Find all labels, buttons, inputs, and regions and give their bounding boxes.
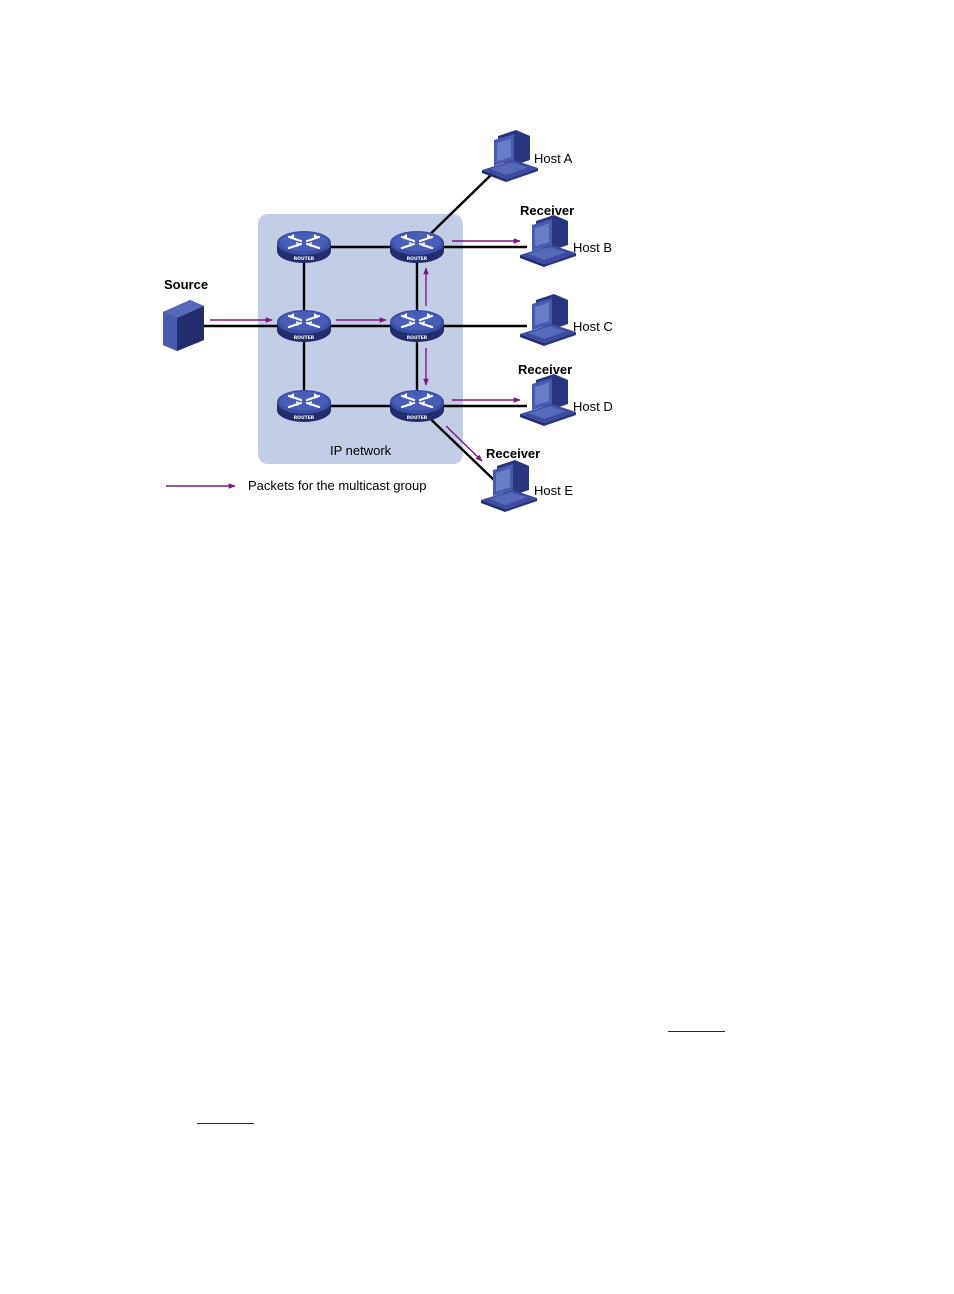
host-a-label: Host A — [534, 151, 573, 166]
host-e-icon — [481, 460, 537, 512]
flow-r6-to-host-e — [445, 425, 483, 462]
host-a-icon — [482, 130, 538, 182]
svg-text:ROUTER: ROUTER — [294, 415, 315, 421]
source-label: Source — [164, 277, 208, 292]
host-d-role-label: Receiver — [518, 362, 572, 377]
svg-text:ROUTER: ROUTER — [294, 335, 315, 341]
router-3-icon: ROUTER — [275, 308, 333, 344]
router-2-icon: ROUTER — [388, 229, 446, 265]
router-1-icon: ROUTER — [275, 229, 333, 265]
multicast-flow-arrows — [210, 238, 521, 462]
host-b-icon — [520, 215, 576, 267]
figure-reference-link-2[interactable] — [197, 1123, 254, 1124]
host-c-icon — [520, 294, 576, 346]
svg-text:ROUTER: ROUTER — [294, 256, 315, 262]
host-b-label: Host B — [573, 240, 612, 255]
legend: Packets for the multicast group — [166, 478, 426, 493]
host-e-role-label: Receiver — [486, 446, 540, 461]
router-5-icon: ROUTER — [275, 388, 333, 424]
ip-network-label: IP network — [330, 443, 392, 458]
svg-text:ROUTER: ROUTER — [407, 256, 428, 262]
svg-text:ROUTER: ROUTER — [407, 415, 428, 421]
host-b-role-label: Receiver — [520, 203, 574, 218]
host-e-label: Host E — [534, 483, 573, 498]
svg-text:ROUTER: ROUTER — [407, 335, 428, 341]
host-d-label: Host D — [573, 399, 613, 414]
router-6-icon: ROUTER — [388, 388, 446, 424]
host-d-icon — [520, 374, 576, 426]
source-server-icon — [163, 300, 204, 351]
figure-reference-link-1[interactable] — [668, 1031, 725, 1032]
host-c-label: Host C — [573, 319, 613, 334]
legend-label: Packets for the multicast group — [248, 478, 426, 493]
router-4-icon: ROUTER — [388, 308, 446, 344]
